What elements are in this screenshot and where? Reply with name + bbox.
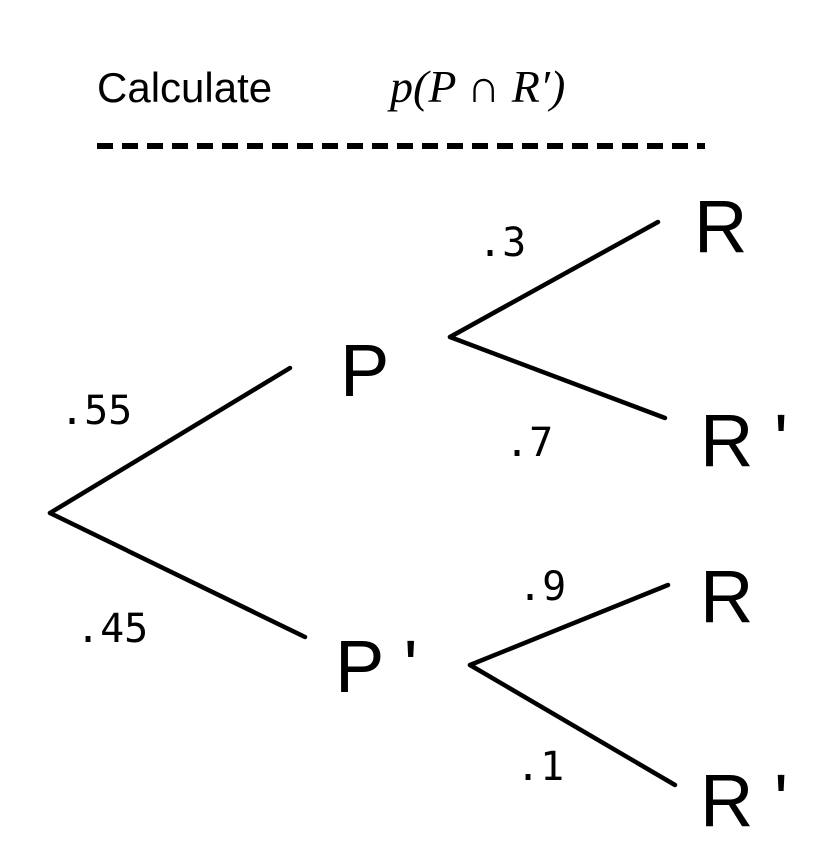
node-P: P [340,329,389,412]
branch-Pprime-Rprime [467,662,678,788]
prob-P-Rprime: .7 [505,420,553,466]
node-Pprime: P ' [335,625,418,708]
prob-Pprime-R: .9 [518,564,566,610]
node-Pprime-R: R [700,555,753,638]
prob-P: .55 [60,388,132,434]
node-P-Rprime: R ' [700,399,788,482]
prob-Pprime-Rprime: .1 [516,744,564,790]
title-prefix: Calculate [97,64,272,111]
title-expression: p(P ∩ R′) [387,61,565,112]
node-Pprime-Rprime: R ' [700,759,788,842]
prob-P-R: .3 [478,220,526,266]
branch-Pprime-R [467,582,671,668]
branch-root-Pprime [47,510,308,640]
branch-P-Rprime [447,334,668,421]
branch-P-R [447,219,661,340]
node-P-R: R [694,185,747,268]
prob-Pprime: .45 [76,606,148,652]
branch-root-P [47,365,293,516]
